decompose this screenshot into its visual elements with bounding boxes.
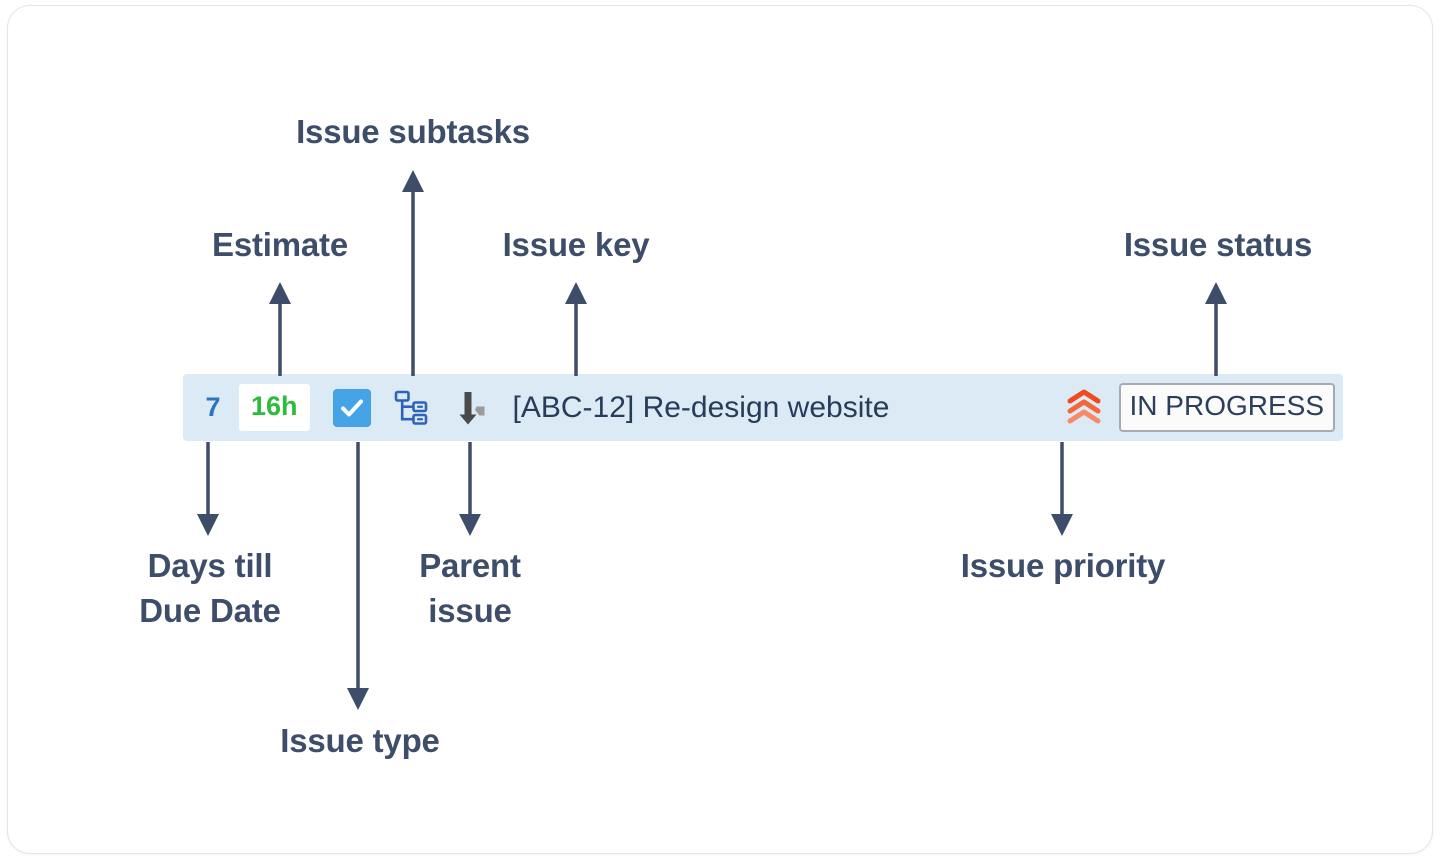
arrow-issue-status <box>1205 282 1227 376</box>
issue-title[interactable]: [ABC-12] Re-design website <box>512 390 890 424</box>
arrow-days-till-due-date <box>197 442 219 536</box>
priority-highest-chevrons-icon[interactable] <box>1063 387 1105 429</box>
status-badge[interactable]: IN PROGRESS <box>1118 383 1335 432</box>
subtask-tree-icon[interactable] <box>393 389 429 427</box>
issue-row-left-fields: 7 16h <box>183 374 889 441</box>
annotation-issue-key: Issue key <box>502 226 650 263</box>
issue-row-right-fields: IN PROGRESS <box>1063 374 1335 441</box>
annotation-issue-priority: Issue priority <box>960 547 1166 584</box>
days-till-due-value: 7 <box>205 392 221 422</box>
diagram-card: 7 16h <box>8 6 1432 853</box>
annotation-issue-type: Issue type <box>280 722 440 759</box>
parent-issue-icon[interactable] <box>451 388 491 428</box>
annotation-issue-status: Issue status <box>1123 226 1313 263</box>
annotation-issue-subtasks: Issue subtasks <box>296 113 530 150</box>
arrow-parent-issue <box>459 442 481 536</box>
estimate-value: 16h <box>239 384 310 431</box>
arrow-estimate <box>269 282 291 376</box>
arrow-issue-type <box>347 442 369 710</box>
issue-row[interactable]: 7 16h <box>183 374 1343 441</box>
annotation-parent-issue: Parent issue <box>419 547 521 629</box>
arrow-issue-key <box>565 282 587 376</box>
task-checkbox-icon[interactable] <box>332 388 371 427</box>
annotation-estimate: Estimate <box>212 226 348 263</box>
annotation-days-till-due-date: Days till Due Date <box>139 547 281 629</box>
arrow-issue-priority <box>1051 442 1073 536</box>
arrow-issue-subtasks <box>402 170 424 376</box>
